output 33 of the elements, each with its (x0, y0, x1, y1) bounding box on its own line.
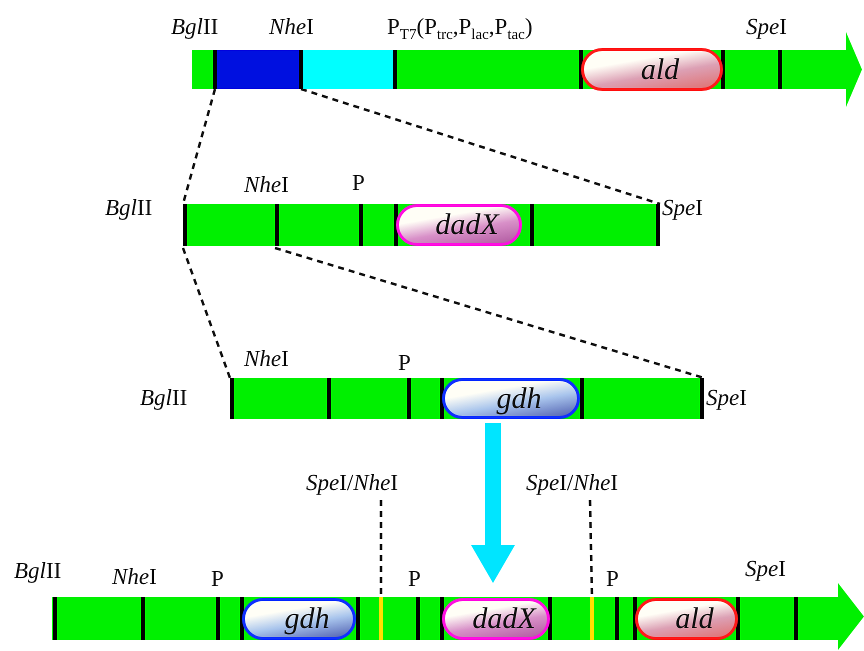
site-label: P$_{T7}$(P$_{trc}$,P$_{lac}$,P$_{tac}$) (387, 14, 532, 40)
site-label: P (398, 350, 411, 376)
arrow (471, 423, 515, 583)
site-label: SpeI (706, 385, 747, 411)
site-label: NheI (244, 172, 289, 198)
dashed-line (182, 248, 232, 378)
site-label: SpeI (662, 195, 703, 221)
dashed-line (274, 246, 704, 380)
site-label: BglII (171, 14, 218, 40)
site-label: BglII (105, 195, 152, 221)
gene-box: gdh (442, 378, 580, 419)
gene-box: ald (635, 598, 738, 640)
site-label: SpeI (745, 556, 786, 582)
gene-box: ald (581, 48, 723, 91)
junction-mark (379, 597, 383, 640)
junction-mark (590, 597, 594, 640)
site-label: P (408, 566, 421, 592)
dashed-line (380, 500, 382, 597)
site-label: BglII (140, 385, 188, 411)
site-label: SpeI/NheI (306, 470, 458, 498)
site-label: BglII (14, 558, 62, 584)
site-label: SpeI (746, 14, 787, 40)
gene-box: dadX (396, 204, 522, 246)
gene-box: gdh (242, 598, 356, 640)
site-label: NheI (269, 14, 314, 40)
site-label: P (352, 170, 365, 196)
site-label: P (606, 566, 619, 592)
site-label: NheI (244, 346, 289, 372)
site-label: P (211, 566, 224, 592)
site-label: NheI (112, 564, 157, 590)
site-label: SpeI/NheI (526, 470, 678, 498)
dashed-line (300, 88, 660, 206)
gene-box: dadX (442, 598, 550, 640)
